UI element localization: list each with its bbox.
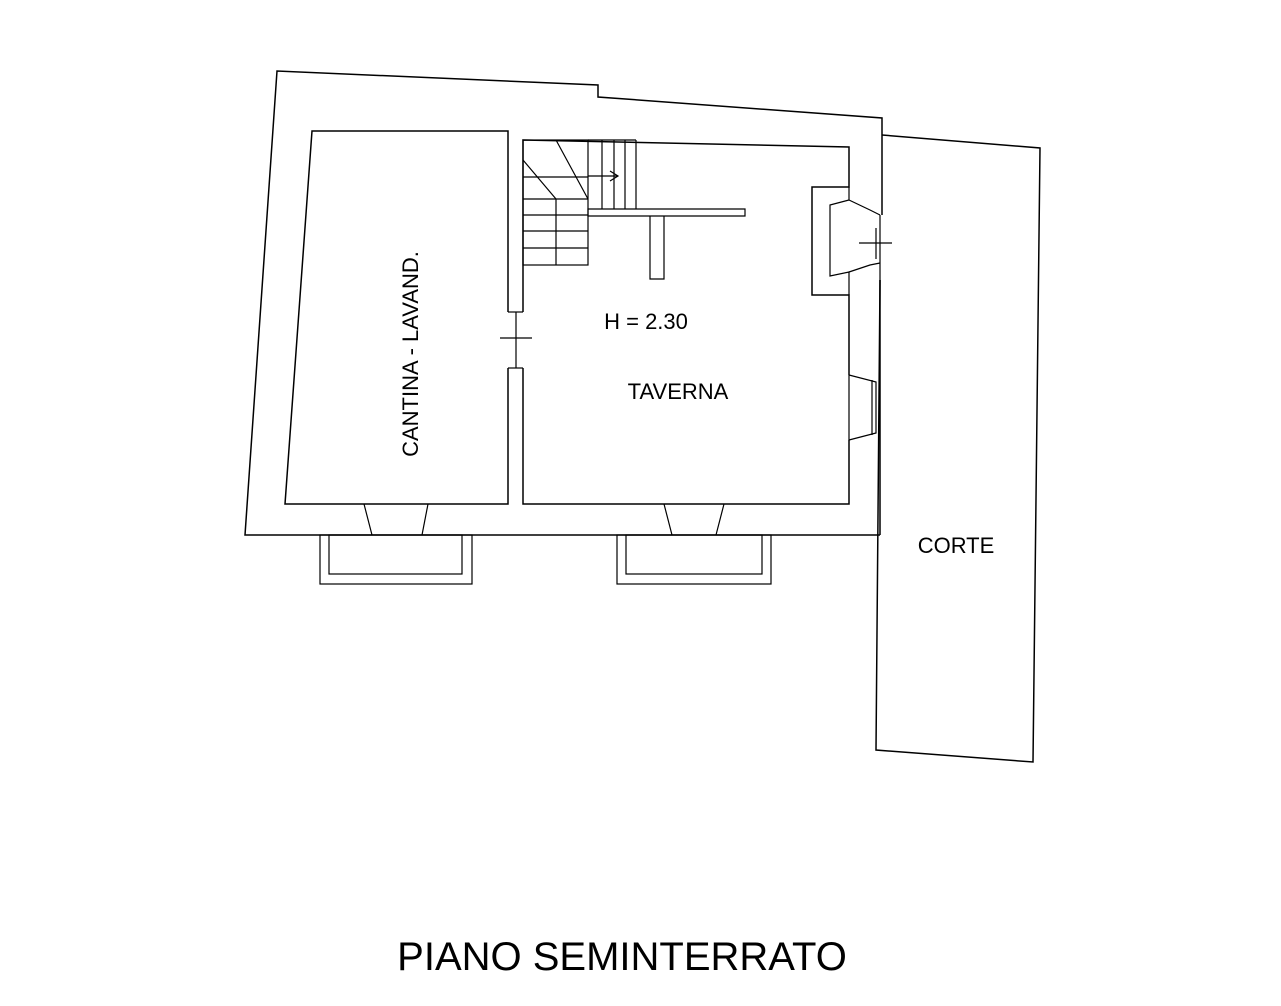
light-well-left [319,534,473,585]
plan-title: PIANO SEMINTERRATO [397,935,847,979]
ceiling-height-label: H = 2.30 [604,309,688,334]
cantina-room-walls [284,130,509,505]
light-well-right [616,534,772,585]
pillar [649,216,665,280]
window-right [848,374,877,441]
fireplace-niche [829,187,892,295]
window-cantina [363,503,429,536]
courtyard-outline [875,134,1041,763]
corte-label: CORTE [918,533,995,558]
taverna-room-label: TAVERNA [628,379,729,404]
taverna-room-walls [522,139,850,505]
window-taverna [663,503,725,536]
cantina-room-label: CANTINA - LAVAND. [398,251,423,457]
staircase [522,139,746,266]
interior-door [500,311,532,369]
